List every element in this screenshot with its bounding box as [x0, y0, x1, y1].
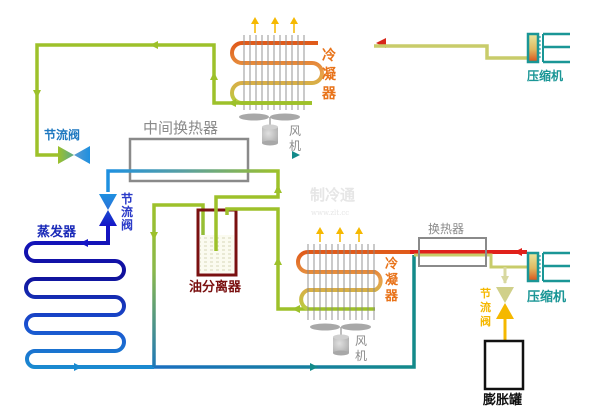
lower-condenser-label-1: 冷: [385, 256, 398, 272]
flow-arrow-icon: [514, 248, 522, 256]
expansion-tank: [483, 339, 525, 391]
flow-arrow-icon: [310, 363, 318, 371]
right-throttle-label-1: 节: [480, 286, 491, 300]
watermark-url: www.zlt.cc: [311, 209, 349, 217]
flow-arrow-icon: [150, 232, 158, 240]
lower-fan-icon: [310, 323, 371, 356]
hx-lower-line: [106, 169, 280, 192]
flow-arrow-icon: [33, 90, 41, 98]
top-compressor-icon: [526, 32, 570, 64]
lower-fan-label-1: 风: [355, 334, 367, 348]
flow-arrow-icon: [292, 151, 300, 159]
lower-condenser-label-3: 器: [384, 289, 399, 304]
right-throttle-label-2: 流: [480, 300, 491, 314]
middle-throttle-valve-icon: [99, 194, 117, 226]
lower-condenser-label-2: 凝: [385, 272, 399, 288]
top-fan-icon: [239, 113, 300, 146]
flow-arrow-icon: [501, 276, 509, 284]
flow-arrow-icon: [292, 305, 300, 313]
expansion-tank-label: 膨胀罐: [482, 392, 522, 408]
condenser-fins: [243, 35, 305, 110]
top-fan-label-1: 风: [289, 124, 301, 138]
heat-exchanger-label: 换热器: [428, 222, 464, 236]
right-throttle-valve-icon: [496, 287, 514, 319]
top-suction-line: [372, 44, 527, 155]
heat-arrows: [251, 17, 298, 33]
watermark: 制冷通 www.zlt.cc: [310, 186, 355, 217]
lower-condenser-left-line: [276, 216, 375, 311]
oil-separator: [196, 188, 280, 277]
left-throttle-valve-icon: [58, 146, 90, 164]
heat-exchanger: [418, 237, 487, 267]
bottom-discharge-line: [410, 248, 527, 269]
mid-throttle-label-3: 阀: [121, 218, 133, 232]
right-throttle-label-3: 阀: [480, 314, 491, 328]
oil-separator-label: 油分离器: [189, 279, 242, 295]
left-throttle-label: 节流阀: [44, 127, 80, 142]
mid-line: [90, 151, 374, 159]
top-condenser-label-3: 器: [321, 86, 337, 102]
top-condenser-label-1: 冷: [322, 47, 336, 64]
condenser-fins: [307, 244, 375, 320]
bottom-suction-line: [154, 255, 416, 369]
flow-arrow-icon: [150, 41, 158, 49]
flow-arrow-icon: [80, 239, 88, 247]
intermediate-hx-label: 中间换热器: [143, 119, 218, 137]
flow-arrow-icon: [228, 99, 236, 107]
lower-compressor-icon: [526, 251, 570, 283]
intermediate-heat-exchanger: [128, 137, 250, 183]
mid-throttle-label-1: 节: [121, 191, 133, 206]
flow-arrow-icon: [274, 257, 282, 265]
lower-fan-label-2: 机: [355, 349, 367, 363]
watermark-name: 制冷通: [310, 186, 355, 204]
evaporator-label: 蒸发器: [37, 224, 77, 240]
lower-compressor-label: 压缩机: [527, 289, 566, 305]
top-fan-label-2: 机: [289, 139, 301, 153]
lower-condenser: [296, 227, 410, 320]
top-condenser: [230, 17, 324, 110]
heat-arrows: [316, 227, 363, 242]
flow-arrow-icon: [74, 363, 82, 371]
evaporator: [24, 226, 154, 371]
mid-throttle-label-2: 流: [121, 204, 133, 219]
top-compressor-label: 压缩机: [527, 68, 563, 83]
top-condenser-label-2: 凝: [322, 67, 337, 83]
flow-arrow-icon: [210, 72, 218, 80]
